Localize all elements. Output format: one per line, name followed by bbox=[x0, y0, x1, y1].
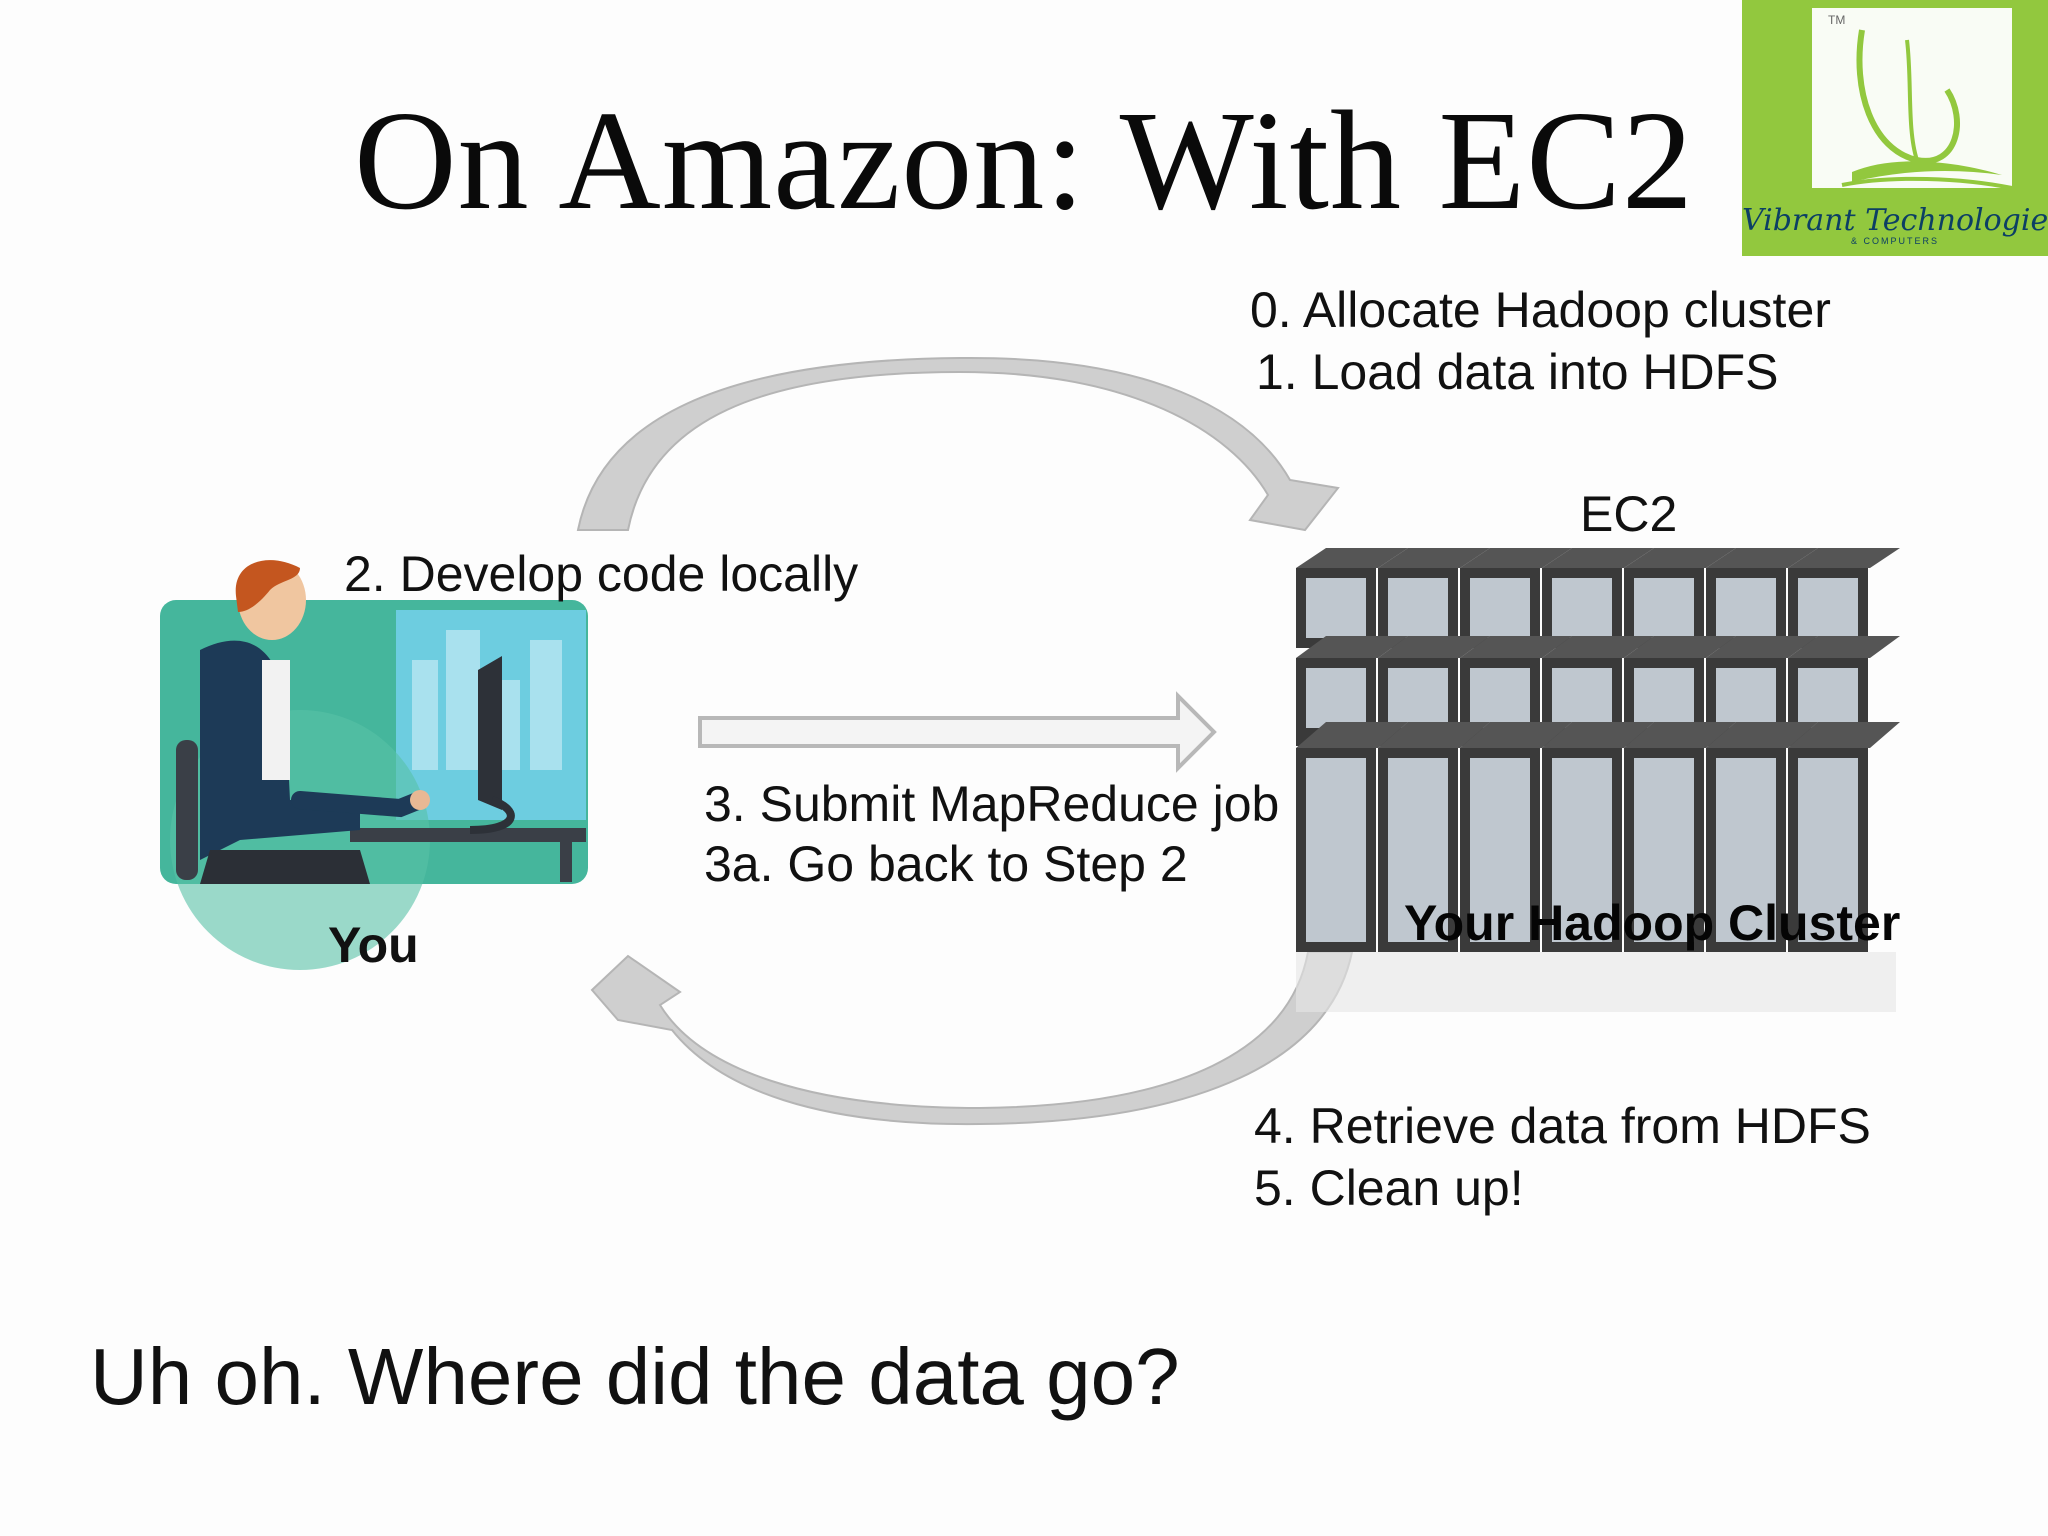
server-front-panel bbox=[1552, 578, 1612, 638]
server-top bbox=[1542, 636, 1654, 658]
logo-mark-icon: TM bbox=[1812, 8, 2013, 190]
server-front-panel bbox=[1716, 668, 1776, 728]
server-top bbox=[1378, 636, 1490, 658]
step-develop-code: 2. Develop code locally bbox=[344, 546, 859, 602]
you-label: You bbox=[328, 917, 419, 973]
server-front-panel bbox=[1798, 758, 1858, 942]
server-front-panel bbox=[1306, 758, 1366, 942]
bottom-curved-arrow bbox=[590, 951, 1354, 1126]
logo-trademark: TM bbox=[1828, 13, 1845, 27]
cluster-reflection bbox=[1296, 952, 1896, 1012]
server-top bbox=[1296, 548, 1408, 568]
top-curved-arrow bbox=[576, 356, 1340, 532]
server-front-panel bbox=[1634, 578, 1694, 638]
server-top bbox=[1788, 548, 1900, 568]
server-front-panel bbox=[1798, 668, 1858, 728]
server-top bbox=[1706, 636, 1818, 658]
server-top bbox=[1378, 722, 1490, 748]
server-front-panel bbox=[1306, 578, 1366, 638]
hadoop-cluster-servers bbox=[1296, 548, 1900, 1012]
server-top bbox=[1624, 548, 1736, 568]
server-top bbox=[1378, 548, 1490, 568]
server-top bbox=[1542, 548, 1654, 568]
server-top bbox=[1460, 548, 1572, 568]
server-top bbox=[1706, 548, 1818, 568]
server-top bbox=[1296, 636, 1408, 658]
server-front-panel bbox=[1388, 758, 1448, 942]
developer-illustration bbox=[160, 560, 588, 970]
cluster-label: Your Hadoop Cluster bbox=[1404, 895, 1901, 951]
server-front-panel bbox=[1470, 758, 1530, 942]
server-top bbox=[1460, 722, 1572, 748]
step-load-data: 1. Load data into HDFS bbox=[1256, 344, 1779, 400]
server-front-panel bbox=[1306, 668, 1366, 728]
server-front-panel bbox=[1552, 758, 1612, 942]
footer-question: Uh oh. Where did the data go? bbox=[90, 1332, 1180, 1421]
server-top bbox=[1542, 722, 1654, 748]
step-go-back: 3a. Go back to Step 2 bbox=[704, 836, 1188, 892]
logo-name: Vibrant Technologies bbox=[1742, 203, 2048, 238]
server-front-panel bbox=[1798, 578, 1858, 638]
server-top bbox=[1788, 722, 1900, 748]
step-clean-up: 5. Clean up! bbox=[1254, 1160, 1524, 1216]
server-top bbox=[1460, 636, 1572, 658]
server-front-panel bbox=[1388, 668, 1448, 728]
submit-job-arrow bbox=[698, 691, 1217, 773]
server-front-panel bbox=[1470, 578, 1530, 638]
server-front-panel bbox=[1716, 758, 1776, 942]
server-top bbox=[1624, 636, 1736, 658]
step-submit-job: 3. Submit MapReduce job bbox=[704, 776, 1280, 832]
step-allocate-cluster: 0. Allocate Hadoop cluster bbox=[1250, 282, 1831, 338]
server-front-panel bbox=[1388, 578, 1448, 638]
server-top bbox=[1296, 722, 1408, 748]
slide-title: On Amazon: With EC2 bbox=[354, 81, 1694, 239]
logo-subtitle: & COMPUTERS bbox=[1850, 236, 1939, 246]
step-retrieve-data: 4. Retrieve data from HDFS bbox=[1254, 1098, 1871, 1154]
vibrant-technologies-logo: TM Vibrant Technologies & COMPUTERS bbox=[1742, 0, 2048, 256]
server-top bbox=[1624, 722, 1736, 748]
server-front-panel bbox=[1470, 668, 1530, 728]
server-top bbox=[1706, 722, 1818, 748]
server-top bbox=[1788, 636, 1900, 658]
server-front-panel bbox=[1634, 758, 1694, 942]
ec2-label: EC2 bbox=[1580, 486, 1678, 542]
server-front-panel bbox=[1634, 668, 1694, 728]
server-front-panel bbox=[1716, 578, 1776, 638]
server-front-panel bbox=[1552, 668, 1612, 728]
